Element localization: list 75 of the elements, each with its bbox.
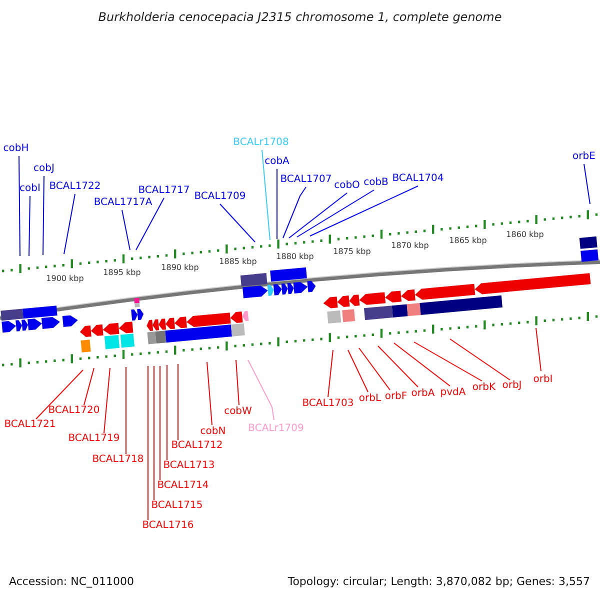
gene-label: BCAL1714 — [157, 480, 209, 492]
gene-label: cobB — [364, 177, 388, 189]
leader-line — [282, 186, 306, 238]
gene-label: BCAL1709 — [194, 191, 246, 203]
gene-label: BCALr1709 — [248, 423, 304, 435]
gene-label: cobW — [224, 406, 252, 418]
scale-label: 1870 kbp — [391, 240, 429, 252]
leader-line — [358, 348, 390, 390]
leader-line — [122, 210, 130, 250]
gene-label: BCAL1717 — [138, 185, 190, 197]
gene-label: cobA — [264, 156, 290, 168]
leader-line — [276, 168, 278, 240]
gene-label: BCAL1703 — [302, 398, 354, 410]
scale-label: 1875 kbp — [333, 246, 371, 258]
scale-label: 1900 kbp — [46, 272, 84, 285]
gene-label: orbA — [411, 388, 435, 400]
leader-line — [262, 150, 270, 240]
gene-label: orbF — [384, 391, 408, 403]
gene-label: BCAL1722 — [49, 181, 101, 193]
gene-label: BCAL1720 — [48, 405, 100, 417]
scale-label: 1860 kbp — [506, 229, 544, 242]
leader-line — [288, 192, 348, 238]
leader-line — [206, 362, 212, 426]
leader-line — [310, 186, 418, 236]
accession-text: Accession: NC_011000 — [9, 576, 134, 588]
scale-label: 1865 kbp — [449, 234, 487, 247]
gene-label: BCAL1719 — [68, 433, 120, 445]
leader-line — [394, 342, 450, 386]
gene-label: BCAL1713 — [163, 460, 215, 472]
gene-label: BCAL1721 — [4, 419, 56, 431]
leader-line — [64, 194, 76, 254]
leader-line — [378, 346, 418, 388]
scale-label: 1880 kbp — [276, 250, 314, 263]
gene-label: orbE — [572, 151, 596, 163]
gene-label: BCAL1707 — [280, 174, 332, 186]
gene-label: cobN — [200, 426, 226, 438]
leader-line — [328, 350, 334, 398]
scale-label: 1885 kbp — [219, 256, 257, 268]
gene-label: cobI — [20, 183, 40, 195]
leader-line — [28, 196, 30, 256]
leader-line — [84, 368, 94, 406]
leader-line — [166, 364, 168, 460]
leader-line — [248, 360, 274, 420]
leader-line — [450, 338, 510, 380]
leader-line — [236, 360, 240, 406]
gene-label: cobO — [334, 180, 360, 192]
gene-label: orbJ — [502, 380, 522, 392]
leader-line — [136, 198, 164, 250]
genome-summary-text: Topology: circular; Length: 3,870,082 bp; Genes: 3,557 — [288, 576, 590, 588]
gene-label: BCALr1708 — [233, 137, 289, 149]
leader-line — [36, 370, 84, 420]
gene-label: orbI — [533, 374, 553, 386]
gene-label: cobH — [3, 143, 29, 155]
leader-line — [414, 342, 482, 382]
leader-line — [536, 328, 542, 372]
leader-line — [348, 350, 368, 392]
leader-line — [584, 164, 590, 204]
gene-label: pvdA — [440, 387, 466, 399]
leader-line — [18, 156, 20, 256]
gene-label: BCAL1717A — [94, 197, 152, 209]
leader-line — [296, 190, 374, 238]
leader-line — [220, 204, 256, 242]
gene-label: BCAL1718 — [92, 454, 144, 466]
gene-label: cobJ — [34, 163, 54, 175]
gene-label: BCAL1715 — [151, 500, 203, 512]
scale-label: 1895 kbp — [103, 267, 141, 280]
leader-line — [104, 368, 110, 434]
map-title: Burkholderia cenocepacia J2315 chromosome 1, complete genome — [97, 11, 503, 23]
gene-label: BCAL1716 — [142, 520, 194, 532]
gene-label: BCAL1704 — [392, 173, 444, 185]
gene-label: orbK — [472, 382, 496, 394]
leader-line — [42, 176, 44, 256]
scale-label: 1890 kbp — [161, 262, 199, 274]
gene-label: orbL — [358, 393, 382, 405]
gene-label: BCAL1712 — [171, 440, 223, 452]
